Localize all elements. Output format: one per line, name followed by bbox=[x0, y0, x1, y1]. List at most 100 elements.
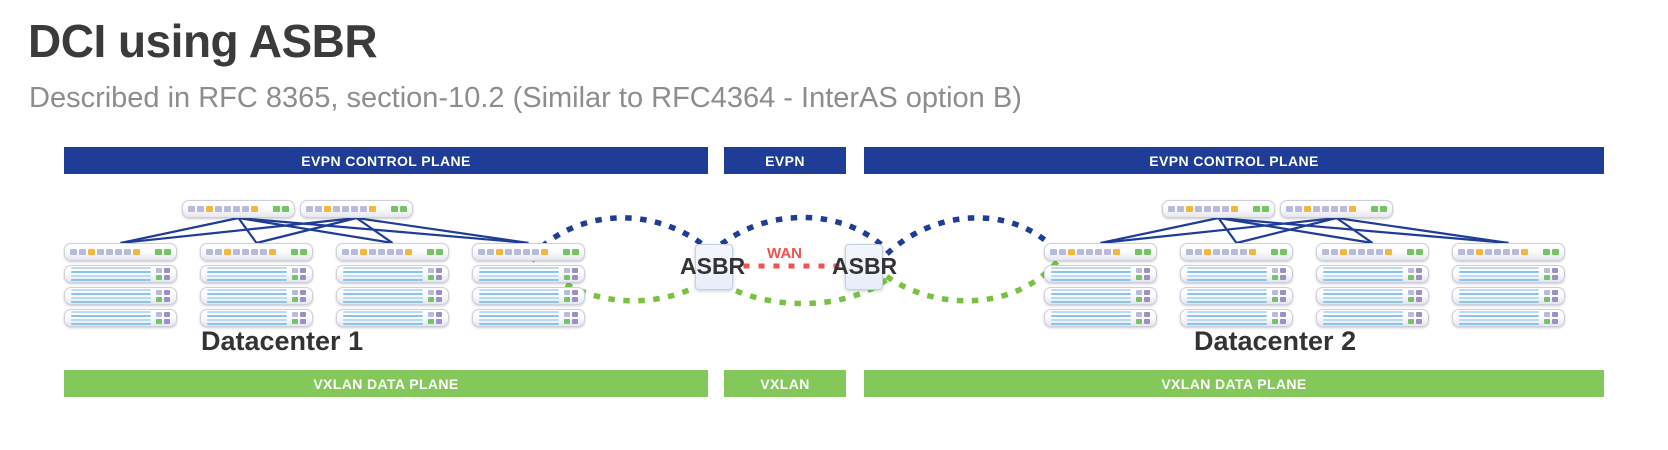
switch-port bbox=[1249, 249, 1256, 255]
switch-port bbox=[291, 249, 298, 255]
server-unit[interactable] bbox=[64, 265, 177, 283]
leaf-switch-dc2-3[interactable] bbox=[1316, 243, 1429, 261]
switch-port bbox=[269, 249, 276, 255]
server-unit[interactable] bbox=[64, 287, 177, 305]
server-unit[interactable] bbox=[1044, 309, 1157, 327]
server-unit[interactable] bbox=[1452, 265, 1565, 283]
server-unit[interactable] bbox=[1044, 265, 1157, 283]
spine-switch-dc1-2[interactable] bbox=[300, 200, 413, 218]
server-unit[interactable] bbox=[200, 309, 313, 327]
server-faceplate bbox=[1051, 289, 1136, 303]
server-faceplate bbox=[1187, 289, 1272, 303]
switch-port bbox=[1222, 249, 1229, 255]
banner-evpn-mid: EVPN bbox=[724, 147, 846, 174]
switch-port bbox=[300, 249, 307, 255]
server-leds bbox=[428, 312, 442, 324]
switch-port bbox=[106, 249, 113, 255]
switch-port bbox=[351, 206, 358, 212]
server-leds bbox=[1136, 268, 1150, 280]
server-unit[interactable] bbox=[200, 287, 313, 305]
server-unit[interactable] bbox=[472, 265, 585, 283]
spine-switch-dc1-1[interactable] bbox=[182, 200, 295, 218]
switch-port bbox=[1286, 206, 1293, 212]
fabric-link bbox=[120, 216, 239, 245]
leaf-switch-dc1-1[interactable] bbox=[64, 243, 177, 261]
switch-port bbox=[1521, 249, 1528, 255]
server-leds bbox=[1408, 312, 1422, 324]
server-unit[interactable] bbox=[1452, 287, 1565, 305]
switch-port bbox=[1494, 249, 1501, 255]
switch-port bbox=[155, 249, 162, 255]
switch-port bbox=[1304, 206, 1311, 212]
switch-port bbox=[79, 249, 86, 255]
switch-port bbox=[1135, 249, 1142, 255]
leaf-switch-dc2-1[interactable] bbox=[1044, 243, 1157, 261]
switch-port bbox=[1313, 206, 1320, 212]
server-unit[interactable] bbox=[336, 309, 449, 327]
switch-port bbox=[391, 206, 398, 212]
leaf-switch-dc1-2[interactable] bbox=[200, 243, 313, 261]
leaf-switch-dc1-4[interactable] bbox=[472, 243, 585, 261]
asbr-router-right[interactable] bbox=[845, 244, 883, 290]
switch-port bbox=[1050, 249, 1057, 255]
fabric-link bbox=[355, 217, 394, 244]
server-leds bbox=[1272, 290, 1286, 302]
switch-port bbox=[1543, 249, 1550, 255]
datacenter-2-label: Datacenter 2 bbox=[1194, 326, 1357, 356]
evpn-control-plane-arcs bbox=[529, 214, 1064, 259]
switch-port bbox=[306, 206, 313, 212]
server-faceplate bbox=[1187, 267, 1272, 281]
switch-port bbox=[1371, 206, 1378, 212]
leaf-switch-dc2-4[interactable] bbox=[1452, 243, 1565, 261]
server-leds bbox=[428, 290, 442, 302]
switch-port bbox=[1095, 249, 1102, 255]
switch-port bbox=[1068, 249, 1075, 255]
server-unit[interactable] bbox=[1316, 265, 1429, 283]
switch-port bbox=[378, 249, 385, 255]
server-leds bbox=[1544, 312, 1558, 324]
switch-port bbox=[1295, 206, 1302, 212]
asbr-router-left[interactable] bbox=[695, 244, 733, 290]
server-unit[interactable] bbox=[1180, 265, 1293, 283]
switch-port bbox=[496, 249, 503, 255]
fabric-link bbox=[1236, 216, 1337, 245]
spine-switch-dc2-2[interactable] bbox=[1280, 200, 1393, 218]
server-faceplate bbox=[343, 311, 428, 325]
server-unit[interactable] bbox=[1316, 287, 1429, 305]
server-leds bbox=[564, 268, 578, 280]
server-unit[interactable] bbox=[1180, 287, 1293, 305]
fabric-link bbox=[256, 216, 357, 245]
fabric-link bbox=[1335, 217, 1374, 244]
server-unit[interactable] bbox=[1044, 287, 1157, 305]
switch-port bbox=[523, 249, 530, 255]
server-unit[interactable] bbox=[1452, 309, 1565, 327]
switch-port bbox=[1322, 249, 1329, 255]
leaf-switch-dc2-2[interactable] bbox=[1180, 243, 1293, 261]
server-unit[interactable] bbox=[1180, 309, 1293, 327]
leaf-switch-dc1-3[interactable] bbox=[336, 243, 449, 261]
switch-port bbox=[242, 206, 249, 212]
fabric-links-datacenter-2 bbox=[1100, 216, 1509, 245]
spine-switch-dc2-1[interactable] bbox=[1162, 200, 1275, 218]
switch-port bbox=[1204, 206, 1211, 212]
server-faceplate bbox=[343, 267, 428, 281]
server-unit[interactable] bbox=[336, 287, 449, 305]
server-leds bbox=[564, 290, 578, 302]
server-faceplate bbox=[207, 311, 292, 325]
switch-port bbox=[260, 249, 267, 255]
server-unit[interactable] bbox=[472, 287, 585, 305]
switch-port bbox=[124, 249, 131, 255]
server-unit[interactable] bbox=[64, 309, 177, 327]
switch-port bbox=[1512, 249, 1519, 255]
switch-port bbox=[1476, 249, 1483, 255]
switch-port bbox=[197, 206, 204, 212]
server-unit[interactable] bbox=[472, 309, 585, 327]
server-unit[interactable] bbox=[1316, 309, 1429, 327]
server-unit[interactable] bbox=[200, 265, 313, 283]
switch-port bbox=[1231, 249, 1238, 255]
switch-port bbox=[1349, 249, 1356, 255]
switch-port bbox=[369, 249, 376, 255]
server-unit[interactable] bbox=[336, 265, 449, 283]
switch-port bbox=[215, 206, 222, 212]
